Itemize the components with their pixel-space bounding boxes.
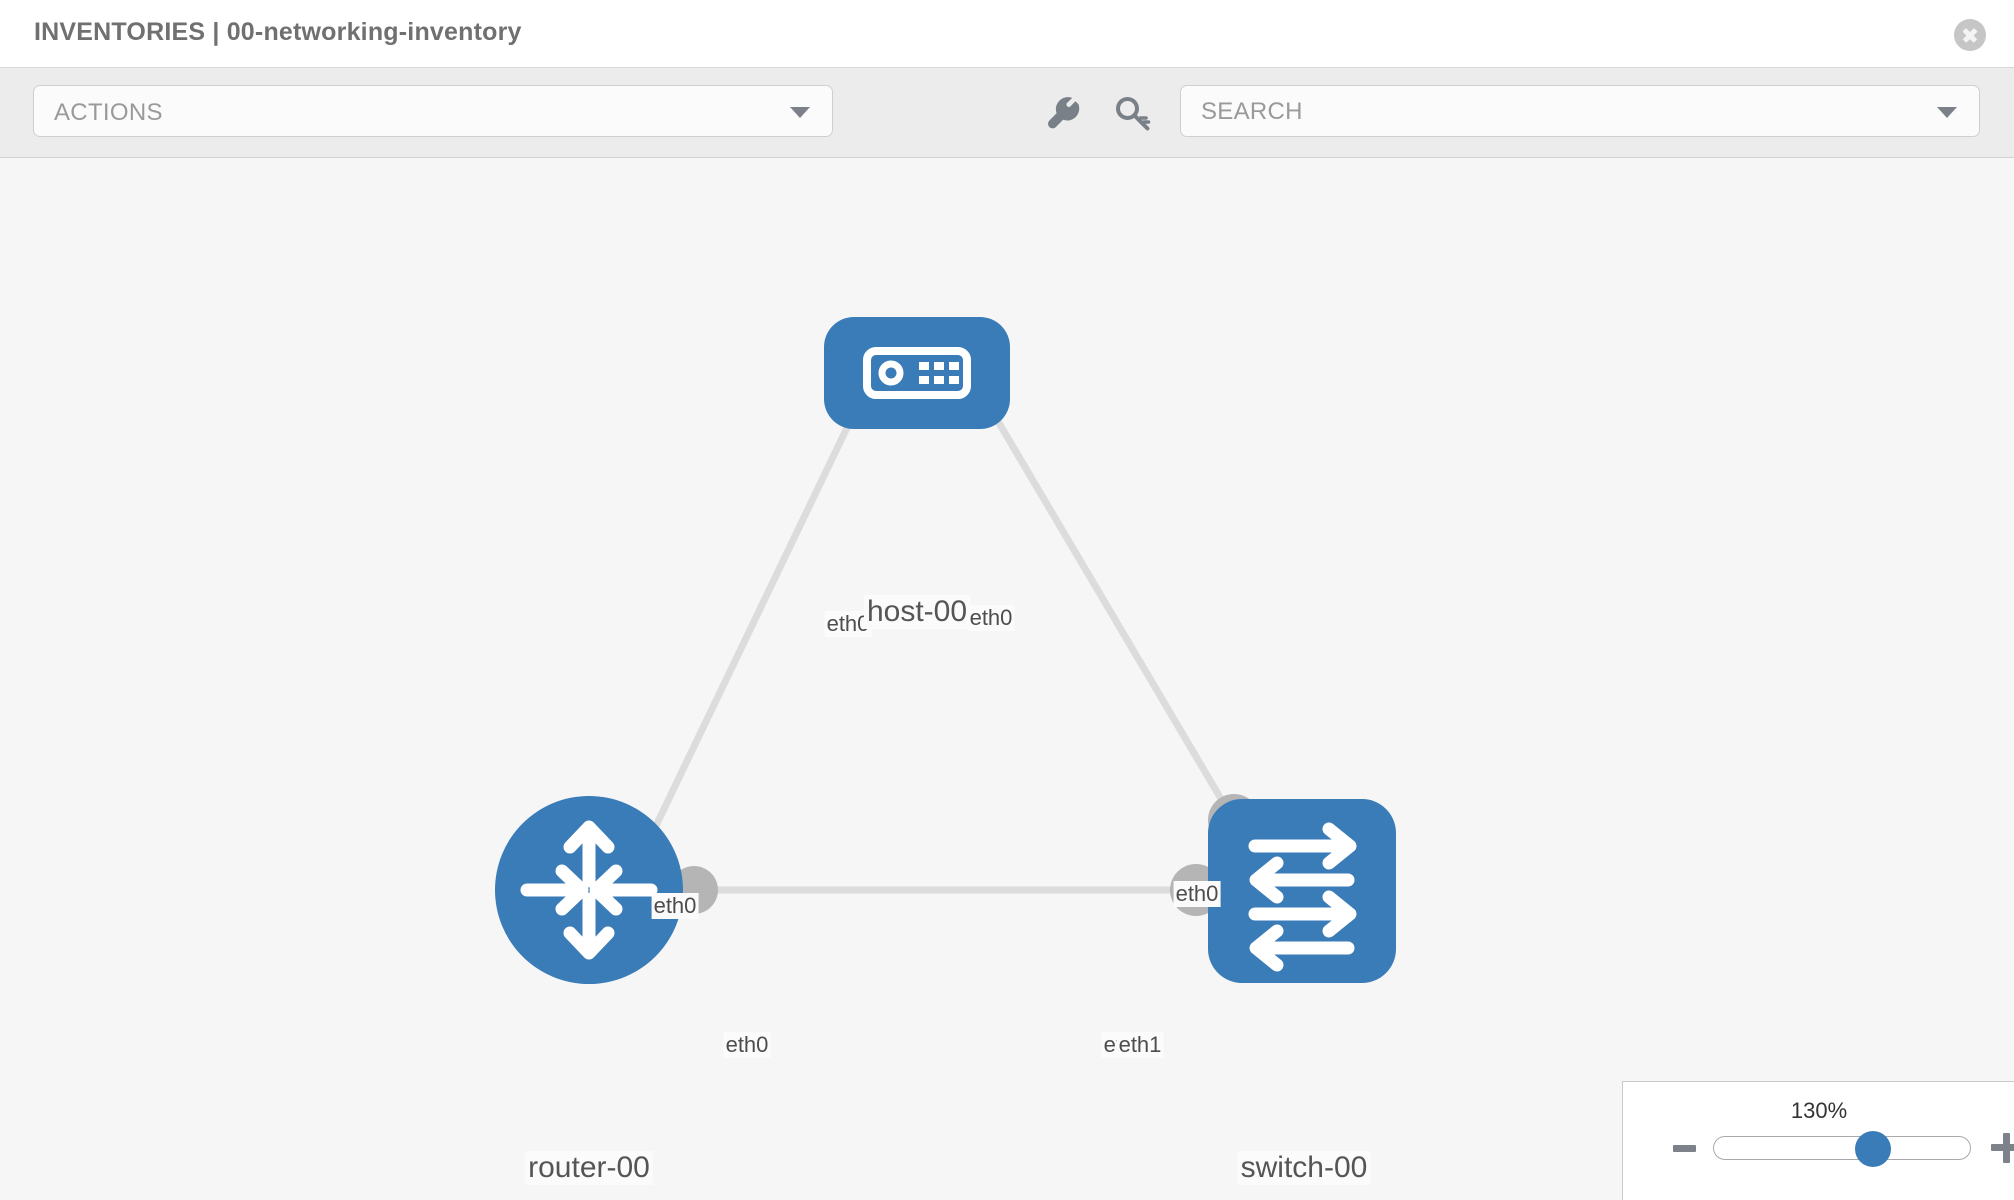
zoom-slider[interactable] — [1713, 1131, 1971, 1167]
switch-arrows-icon — [1248, 822, 1357, 972]
iface-label: eth1 — [1116, 1032, 1164, 1058]
minus-icon[interactable] — [1673, 1145, 1696, 1152]
node-host-00 — [824, 317, 1010, 429]
iface-label: eth0 — [824, 611, 872, 637]
topology-graph — [495, 317, 1396, 984]
link-host00-router00 — [636, 357, 884, 861]
search-placeholder: SEARCH — [1201, 98, 1303, 125]
link-host00-switch00 — [956, 355, 1244, 833]
zoom-control-panel: 130% — [1622, 1081, 2014, 1200]
zoom-slider-thumb[interactable] — [1854, 1131, 1891, 1167]
chevron-down-icon — [790, 107, 810, 118]
search-input[interactable]: SEARCH — [1180, 85, 1980, 137]
actions-dropdown-label: ACTIONS — [54, 99, 163, 126]
node-router-00 — [495, 796, 683, 984]
iface-label: eth0 — [1173, 881, 1221, 907]
iface-label: eth0 — [967, 605, 1015, 631]
router-arrows-icon — [520, 820, 658, 960]
page-title: INVENTORIES | 00-networking-inventory — [34, 18, 522, 46]
iface-label: eth0 — [651, 893, 699, 919]
key-icon[interactable] — [1113, 94, 1153, 134]
node-switch-00 — [1208, 799, 1396, 983]
actions-dropdown[interactable]: ACTIONS — [33, 85, 833, 137]
close-icon[interactable] — [1954, 19, 1986, 51]
page-header: INVENTORIES | 00-networking-inventory — [0, 0, 2014, 68]
topology-links — [636, 355, 1244, 894]
zoom-level-value: 130% — [1790, 1098, 1848, 1123]
plus-icon[interactable] — [1991, 1133, 2014, 1163]
wrench-icon[interactable] — [1045, 94, 1085, 134]
server-icon — [863, 347, 971, 399]
node-label-router-00: router-00 — [525, 1151, 653, 1185]
node-label-switch-00: switch-00 — [1237, 1151, 1371, 1185]
node-label-host-00: host-00 — [863, 595, 971, 629]
chevron-down-icon[interactable] — [1937, 107, 1957, 118]
topology-canvas[interactable]: eth0 eth0 eth0 eth0 eth0 eth0 eth1 host-… — [0, 159, 2014, 1200]
toolbar: ACTIONS SEARCH — [0, 68, 2014, 158]
iface-label: eth0 — [723, 1032, 771, 1058]
